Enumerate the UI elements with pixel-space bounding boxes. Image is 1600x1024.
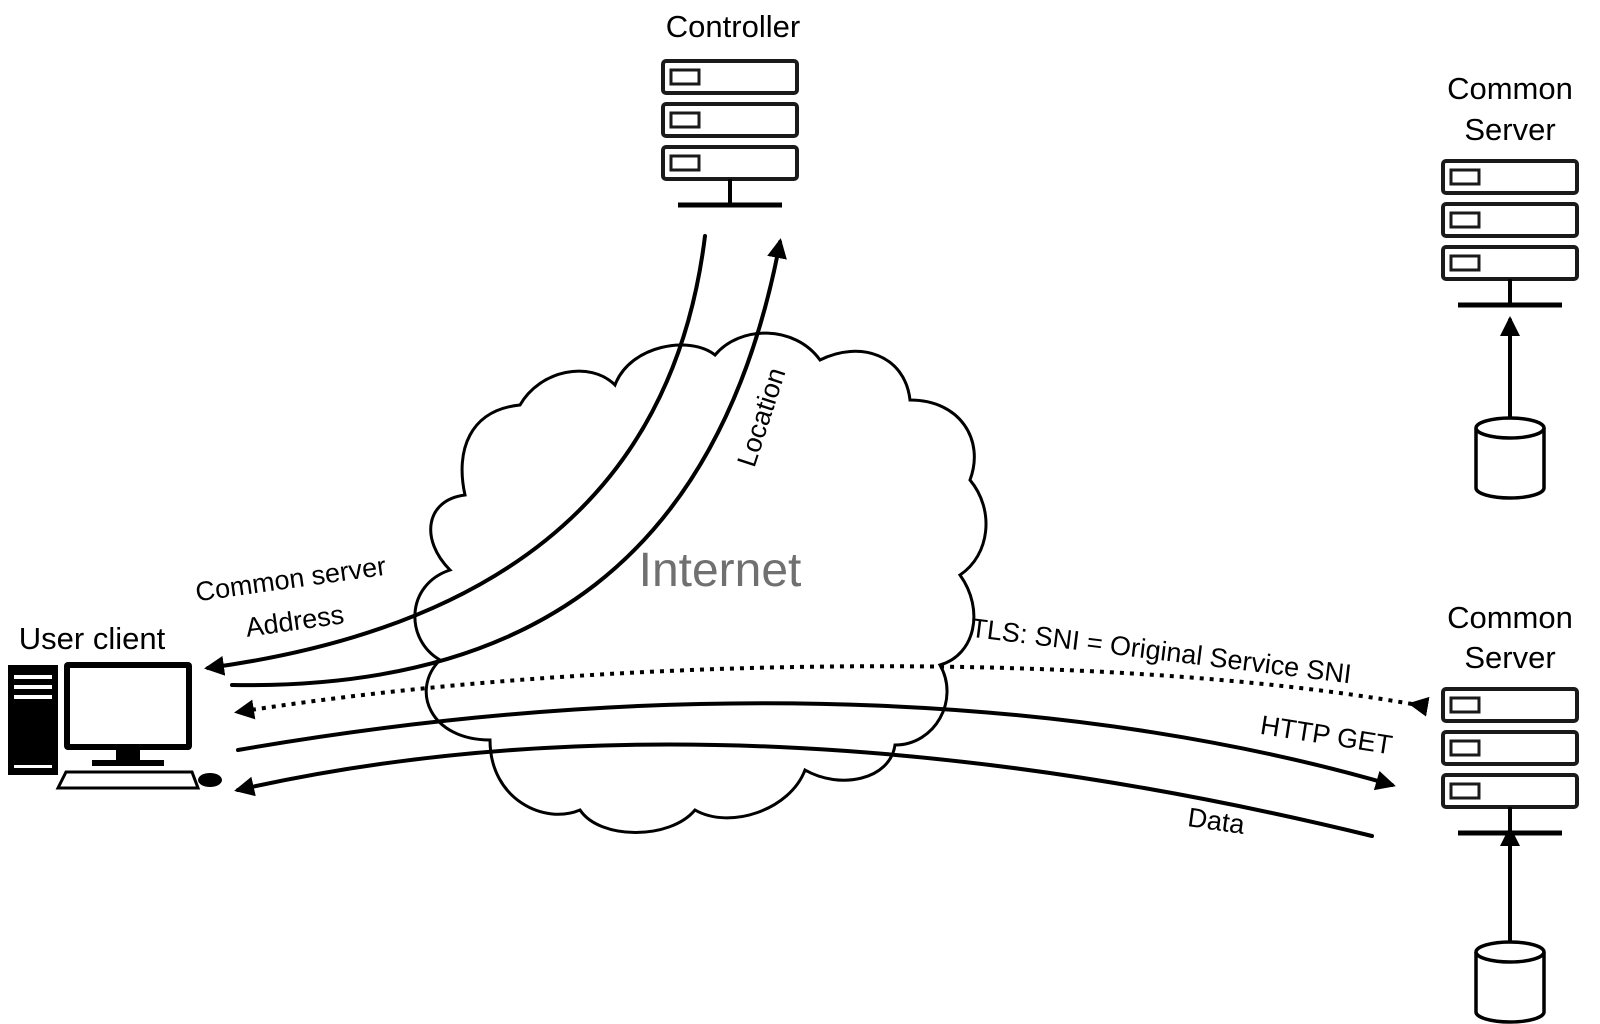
controller-to-client-arrow (204, 234, 707, 676)
desktop-computer-icon (8, 662, 222, 790)
user-client-label: User client (19, 621, 166, 656)
internet-label: Internet (639, 544, 802, 597)
http-get-label: HTTP GET (1258, 710, 1394, 760)
controller-server-icon (663, 61, 797, 205)
server-bottom-icon (1443, 689, 1577, 833)
server-top-label-line2: Server (1464, 112, 1555, 147)
tls-sni-label: TLS: SNI = Original Service SNI (969, 613, 1353, 689)
tls-sni-arrow (234, 664, 1430, 720)
server-bottom-database-icon (1474, 940, 1546, 1024)
http-get-arrow (236, 701, 1396, 791)
server-top-label-line1: Common (1447, 71, 1573, 106)
common-server-address-label-line2: Address (244, 599, 346, 642)
server-top-icon (1443, 161, 1577, 305)
controller-label: Controller (666, 9, 800, 44)
client-to-controller-arrow (230, 238, 787, 688)
server-bottom-label-line2: Server (1464, 640, 1555, 675)
data-arrow (234, 742, 1374, 838)
common-server-address-label-line1: Common server (194, 551, 388, 607)
server-top-database-icon (1474, 416, 1546, 500)
server-bottom-label-line1: Common (1447, 600, 1573, 635)
